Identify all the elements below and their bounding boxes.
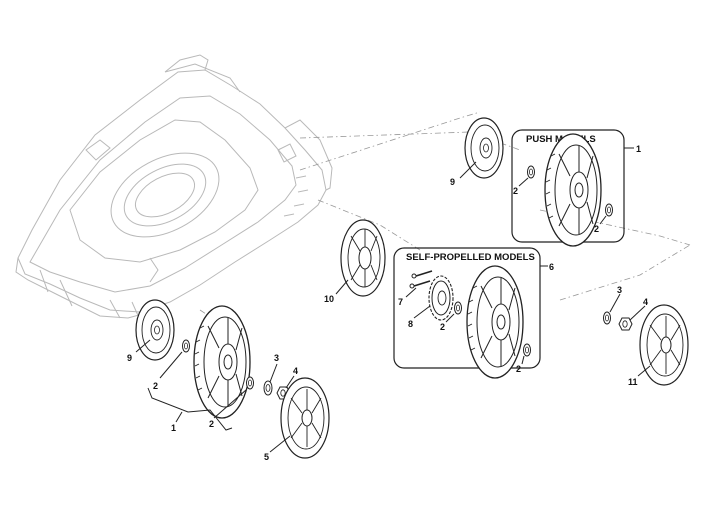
wheel-push — [544, 133, 602, 247]
rear-hub-assembly — [603, 304, 689, 386]
callout-9-front: 9 — [127, 353, 132, 363]
washer-front-b — [246, 376, 254, 390]
self-propelled-box — [393, 247, 541, 369]
bolts — [413, 270, 433, 287]
drive-gear — [428, 275, 454, 321]
bolt-head-b — [409, 283, 415, 289]
callout-2-push-a: 2 — [513, 186, 518, 196]
washer-push-a — [527, 165, 535, 179]
callout-2-push-b: 2 — [594, 224, 599, 234]
self-propelled-group: SELF-PROPELLED MODELS — [393, 247, 548, 379]
callout-1-front: 1 — [171, 423, 176, 433]
callout-7: 7 — [398, 297, 403, 307]
washer-rear — [603, 311, 611, 325]
callout-10: 10 — [324, 294, 334, 304]
wheel-front — [193, 305, 251, 419]
hubcap-front — [280, 377, 330, 459]
callout-2-front-b: 2 — [209, 419, 214, 429]
washer-front-a — [182, 339, 190, 353]
self-propelled-title: SELF-PROPELLED MODELS — [406, 252, 535, 263]
leader-lines — [135, 161, 651, 453]
hubcap-rear — [639, 304, 689, 386]
callout-4-front: 4 — [293, 366, 298, 376]
callout-3-front: 3 — [274, 353, 279, 363]
callout-2-sp-a: 2 — [440, 322, 445, 332]
bolt-head-a — [411, 273, 417, 279]
washer-sp-a — [454, 301, 462, 315]
push-models-group: PUSH MODELS — [464, 117, 634, 247]
wheel-plate-rear — [464, 117, 504, 179]
spacer-front — [263, 380, 273, 396]
callout-5-front: 5 — [264, 452, 269, 462]
bracket-front — [147, 387, 233, 431]
wheel-plate-front — [135, 299, 175, 361]
callout-1-push: 1 — [636, 144, 641, 154]
callout-2-sp-b: 2 — [516, 364, 521, 374]
callout-8: 8 — [408, 319, 413, 329]
callout-2-front-a: 2 — [153, 381, 158, 391]
washer-sp-b — [523, 343, 531, 357]
callout-numbers: 9 2 2 3 4 5 1 9 2 2 1 10 6 7 8 2 2 3 4 1… — [127, 144, 648, 462]
washer-push-b — [605, 203, 613, 217]
drive-rim — [340, 219, 386, 297]
mower-deck — [15, 54, 333, 321]
callout-6: 6 — [549, 262, 554, 272]
callout-11: 11 — [628, 377, 638, 387]
callout-4-rear: 4 — [643, 297, 648, 307]
front-wheel-assembly — [135, 299, 330, 459]
callout-9-rear: 9 — [450, 177, 455, 187]
callout-3-rear: 3 — [617, 285, 622, 295]
wheel-self-propelled — [466, 265, 524, 379]
